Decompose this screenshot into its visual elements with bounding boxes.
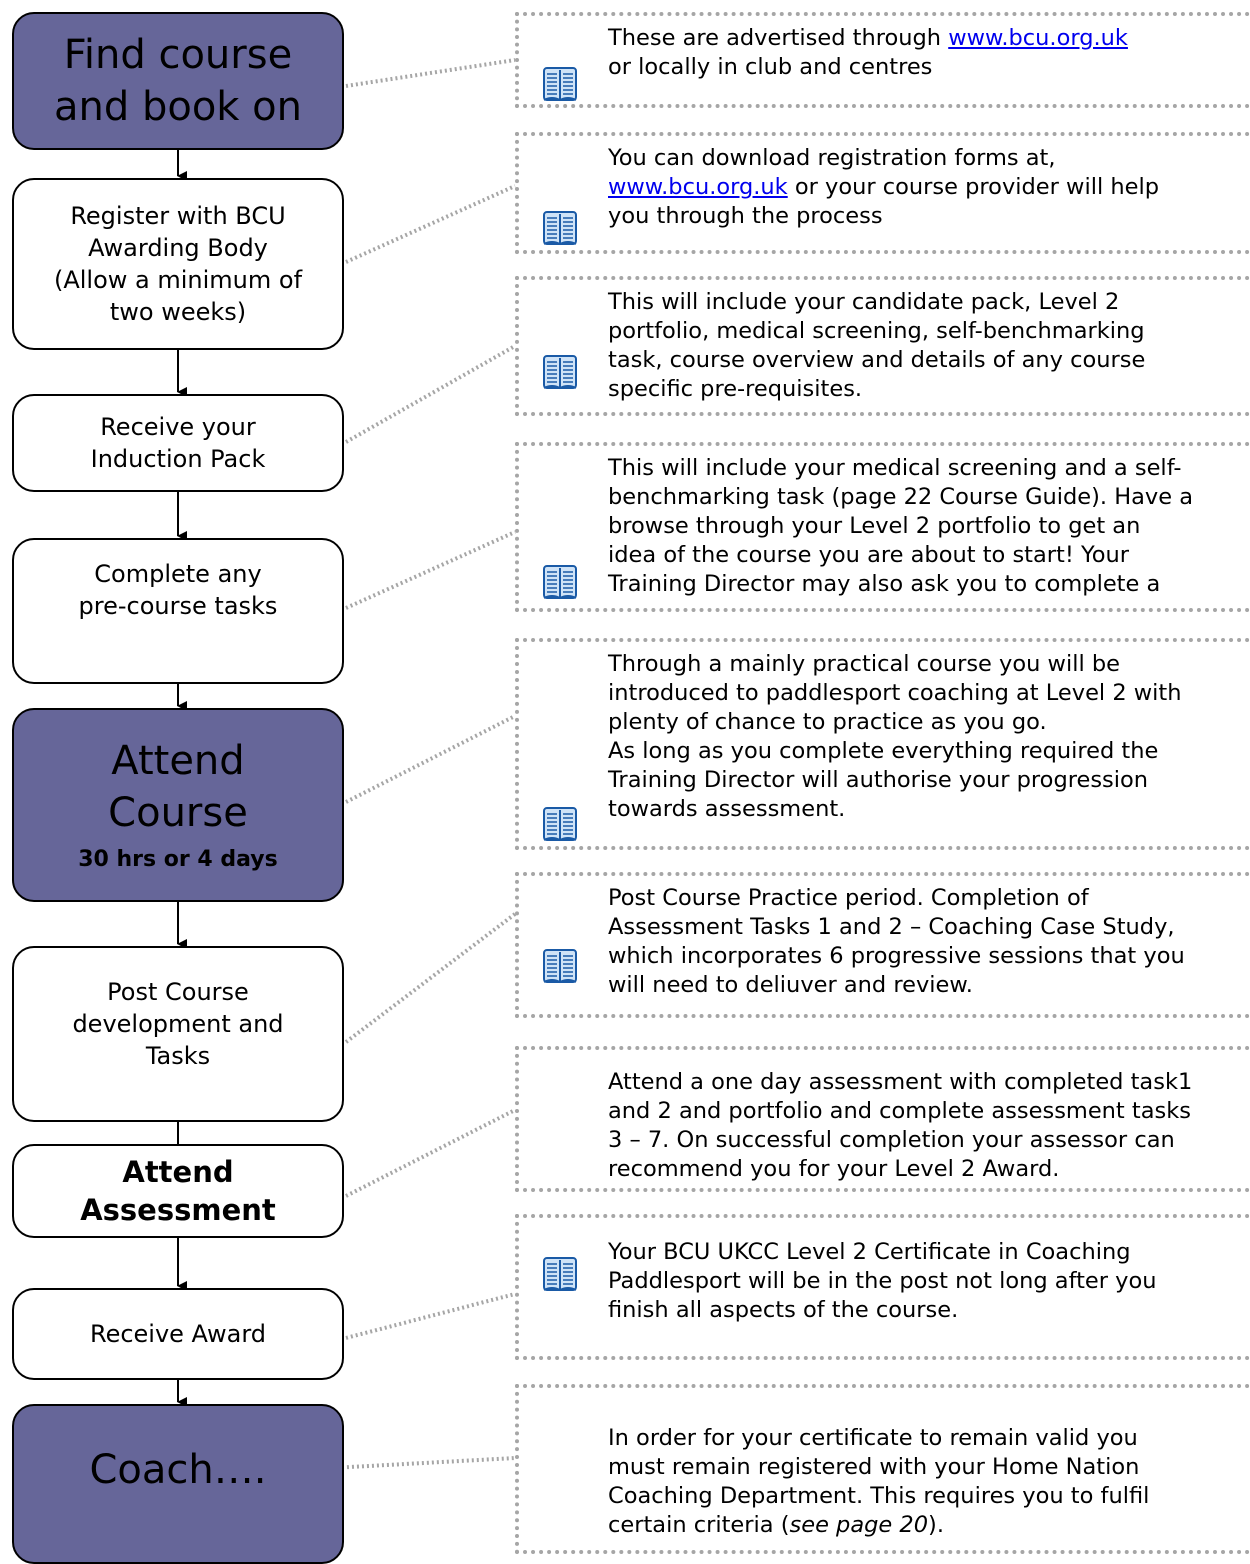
leader-9 [331, 1456, 516, 1470]
open-book-icon [543, 949, 577, 983]
note-pre-course: This will include your medical screening… [515, 442, 1250, 612]
note-text: Your BCU UKCC Level 2 Certificate in Coa… [608, 1239, 1157, 1323]
open-book-icon [543, 355, 577, 389]
step-label: Post Course development and Tasks [72, 978, 284, 1070]
step-label: Find course and book on [53, 32, 302, 130]
note-find-course: These are advertised through www.bcu.org… [515, 12, 1250, 108]
step-label: Register with BCU Awarding Body (Allow a… [53, 202, 303, 326]
note-text: This will include your medical screening… [608, 455, 1194, 597]
leader-6 [344, 912, 517, 1044]
note-receive-award: Your BCU UKCC Level 2 Certificate in Coa… [515, 1214, 1250, 1360]
open-book-icon [543, 807, 577, 841]
note-assessment: Attend a one day assessment with complet… [515, 1046, 1250, 1192]
bcu-website-link[interactable]: www.bcu.org.uk [948, 25, 1128, 51]
note-text: Through a mainly practical course you wi… [608, 651, 1182, 822]
dotted-leaders [331, 58, 517, 1470]
step-label: Complete any pre-course tasks [78, 560, 278, 620]
step-pre-course-tasks: Complete any pre-course tasks [12, 538, 344, 684]
note-text: Attend a one day assessment with complet… [608, 1069, 1193, 1182]
leader-2 [345, 184, 516, 264]
step-coach: Coach…. [12, 1404, 344, 1564]
note-text: Post Course Practice period. Completion … [608, 885, 1185, 998]
leader-1 [345, 58, 516, 88]
leader-7 [345, 1108, 516, 1198]
step-receive-award: Receive Award [12, 1288, 344, 1380]
open-book-icon [543, 67, 577, 101]
step-label: Coach…. [89, 1447, 267, 1493]
note-induction-pack: This will include your candidate pack, L… [515, 276, 1250, 416]
step-find-course: Find course and book on [12, 12, 344, 150]
open-book-icon [543, 211, 577, 245]
step-register: Register with BCU Awarding Body (Allow a… [12, 178, 344, 350]
step-label: Attend Course [108, 738, 248, 836]
note-register: You can download registration forms at, … [515, 132, 1250, 254]
step-label: Attend Assessment [80, 1155, 276, 1227]
note-post-course: Post Course Practice period. Completion … [515, 872, 1250, 1018]
note-text: This will include your candidate pack, L… [608, 289, 1146, 402]
note-text: You can download registration forms at, … [608, 145, 1159, 229]
note-attend-course: Through a mainly practical course you wi… [515, 638, 1250, 850]
step-induction-pack: Receive your Induction Pack [12, 394, 344, 492]
step-attend-assessment: Attend Assessment [12, 1144, 344, 1238]
step-label: Receive Award [89, 1320, 267, 1348]
step-duration: 30 hrs or 4 days [78, 847, 278, 872]
note-coach: In order for your certificate to remain … [515, 1384, 1250, 1554]
bcu-website-link[interactable]: www.bcu.org.uk [608, 174, 788, 200]
note-text: In order for your certificate to remain … [608, 1425, 1150, 1538]
leader-4 [345, 530, 516, 610]
open-book-icon [543, 565, 577, 599]
step-label: Receive your Induction Pack [90, 413, 266, 473]
leader-3 [345, 344, 516, 444]
note-text: These are advertised through www.bcu.org… [608, 25, 1128, 80]
open-book-icon [543, 1257, 577, 1291]
step-post-course: Post Course development and Tasks [12, 946, 344, 1122]
leader-8 [345, 1292, 516, 1340]
step-attend-course: Attend Course 30 hrs or 4 days [12, 708, 344, 902]
leader-5 [345, 714, 516, 804]
